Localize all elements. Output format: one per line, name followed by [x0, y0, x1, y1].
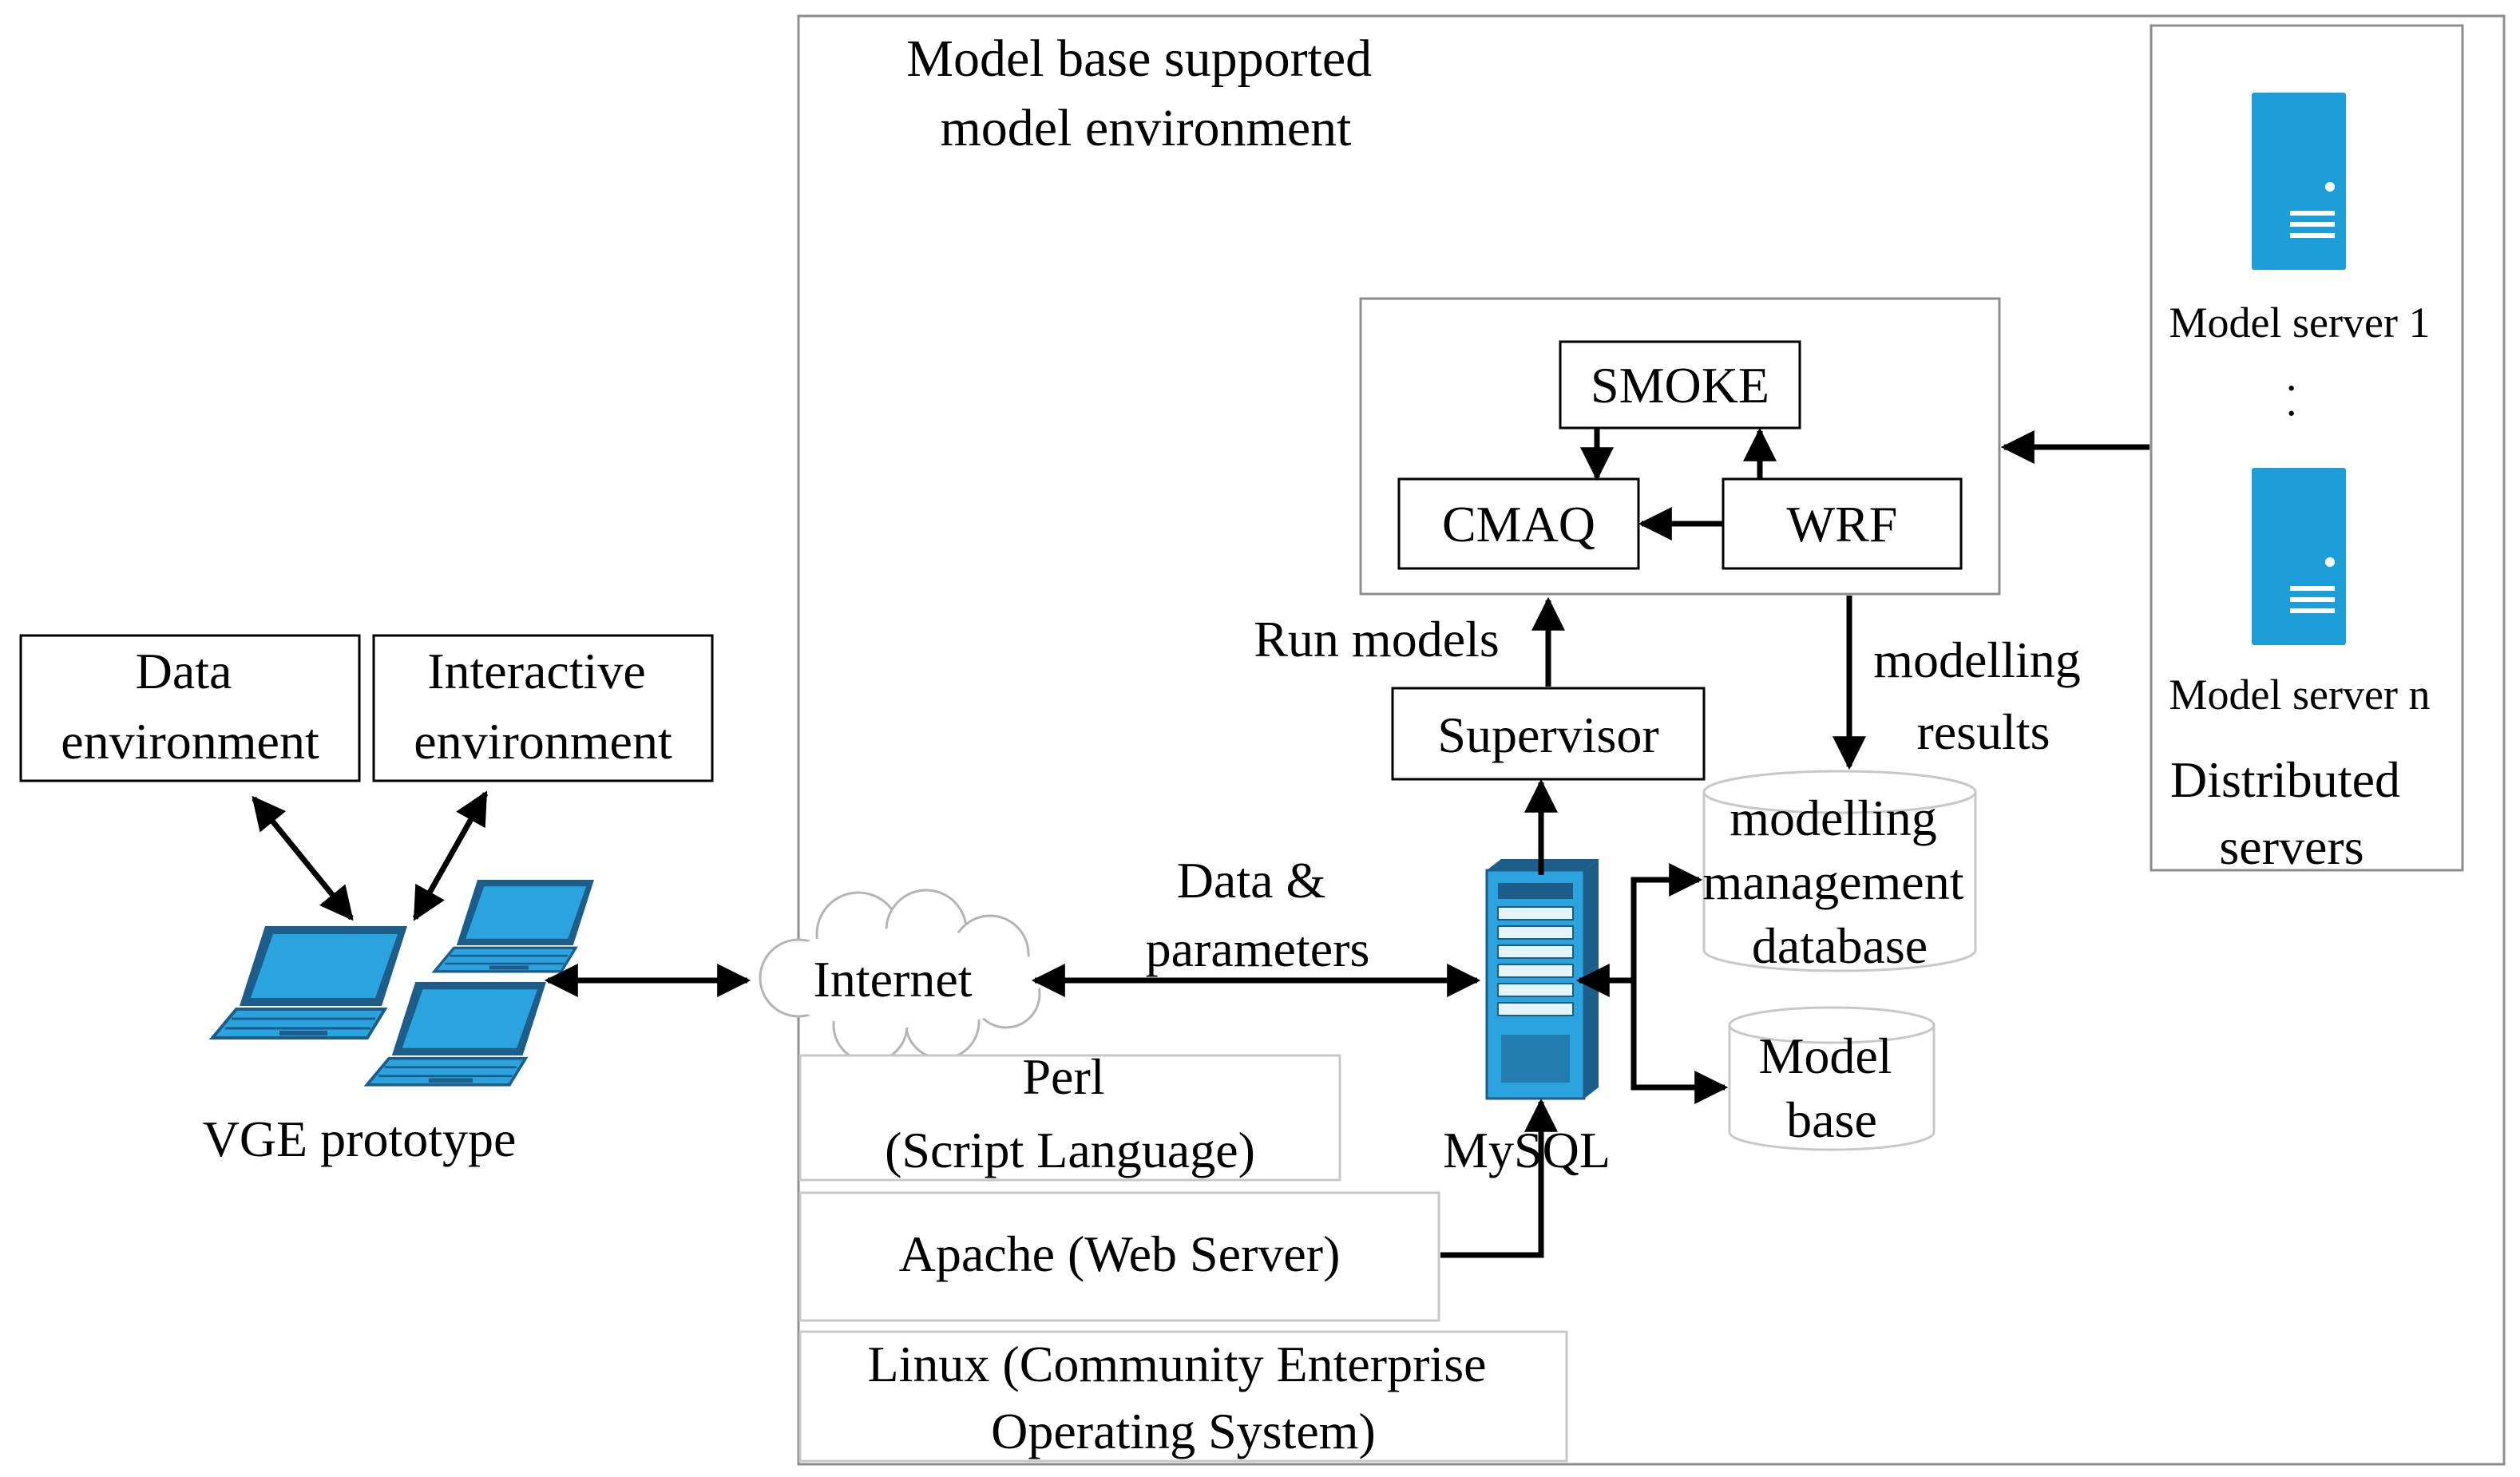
laptop-icon	[433, 878, 596, 973]
wrf-box	[1722, 477, 1963, 570]
interactive-environment-box	[372, 634, 714, 782]
arrow-mysql-model-base	[1630, 980, 1729, 1104]
model-base-label: Model base	[1758, 1028, 1904, 1148]
smoke-label: SMOKE	[1591, 357, 1769, 414]
arrow-mysql-mgmt-db	[1630, 863, 1703, 1086]
supervisor-box	[1391, 687, 1706, 781]
cloud-icon	[759, 889, 1042, 1063]
supervisor-label: Supervisor	[1437, 707, 1658, 763]
perl-box	[798, 1054, 1341, 1182]
data-environment-box	[19, 634, 361, 782]
modelling-results-label: modelling results	[1873, 632, 2094, 760]
internet-label: Internet	[814, 951, 973, 1008]
wrf-label: WRF	[1787, 496, 1898, 552]
distributed-servers-label: Distributed servers	[2170, 751, 2413, 875]
arrow-data-env-laptop	[252, 795, 354, 921]
smoke-box	[1559, 340, 1801, 430]
linux-label: Linux (Community Enterprise Operating Sy…	[868, 1336, 1500, 1459]
mysql-server-icon	[1485, 859, 1599, 1100]
model-environment-frame	[797, 14, 2506, 1466]
run-models-label: Run models	[1254, 611, 1500, 667]
arrow-apache-mysql	[1440, 1098, 1558, 1258]
interactive-environment-label: Interactive environment	[414, 643, 672, 770]
model-server-n-label: Model server n	[2169, 671, 2431, 719]
laptop-icon	[211, 925, 409, 1039]
laptop-icon	[365, 980, 548, 1087]
data-environment-label: Data environment	[61, 643, 319, 770]
server-icon	[2252, 93, 2346, 270]
perl-label: Perl (Script Language)	[885, 1048, 1255, 1178]
apache-label: Apache (Web Server)	[899, 1226, 1341, 1282]
apache-box	[798, 1191, 1440, 1322]
data-parameters-label: Data & parameters	[1146, 852, 1370, 977]
cmaq-label: CMAQ	[1442, 496, 1595, 552]
environment-title: Model base supported model environment	[906, 30, 1385, 157]
management-database-label: modelling management database	[1703, 790, 1977, 974]
model-server-1-label: Model server 1	[2169, 299, 2431, 346]
server-ellipsis: · ·	[2268, 381, 2316, 420]
mysql-label: MySQL	[1443, 1122, 1611, 1178]
vge-prototype-label: VGE prototype	[203, 1111, 517, 1167]
management-database-cylinder	[1702, 770, 1977, 972]
linux-box	[798, 1330, 1568, 1463]
server-icon	[2252, 468, 2346, 645]
model-base-cylinder	[1728, 1006, 1936, 1151]
arrow-interactive-env-laptop	[412, 790, 489, 921]
